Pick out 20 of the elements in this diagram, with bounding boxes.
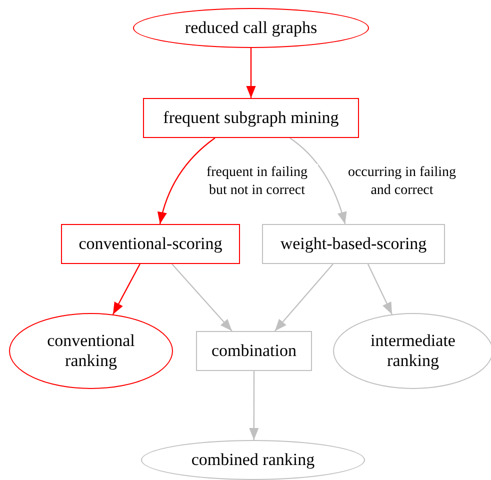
arrow: [246, 48, 256, 98]
node-label: intermediate ranking: [370, 331, 456, 371]
arrow: [249, 371, 259, 440]
arrow: [290, 138, 346, 224]
arrow: [172, 264, 232, 332]
process-box: [143, 98, 359, 138]
arrow: [158, 138, 216, 224]
node-label: reduced call graphs: [184, 18, 318, 38]
arrow: [112, 264, 140, 315]
process-box: [61, 224, 240, 264]
node-label: frequent subgraph mining: [163, 108, 339, 128]
node-label: combination: [212, 341, 296, 361]
node-label: conventional-scoring: [78, 234, 222, 254]
arrow: [367, 264, 393, 315]
node-label: weight-based-scoring: [280, 234, 427, 254]
arrow: [274, 264, 334, 332]
node-label: conventional ranking: [46, 331, 136, 371]
process-box: [262, 224, 445, 264]
process-box: [196, 331, 312, 371]
node-label: combined ranking: [191, 450, 315, 470]
